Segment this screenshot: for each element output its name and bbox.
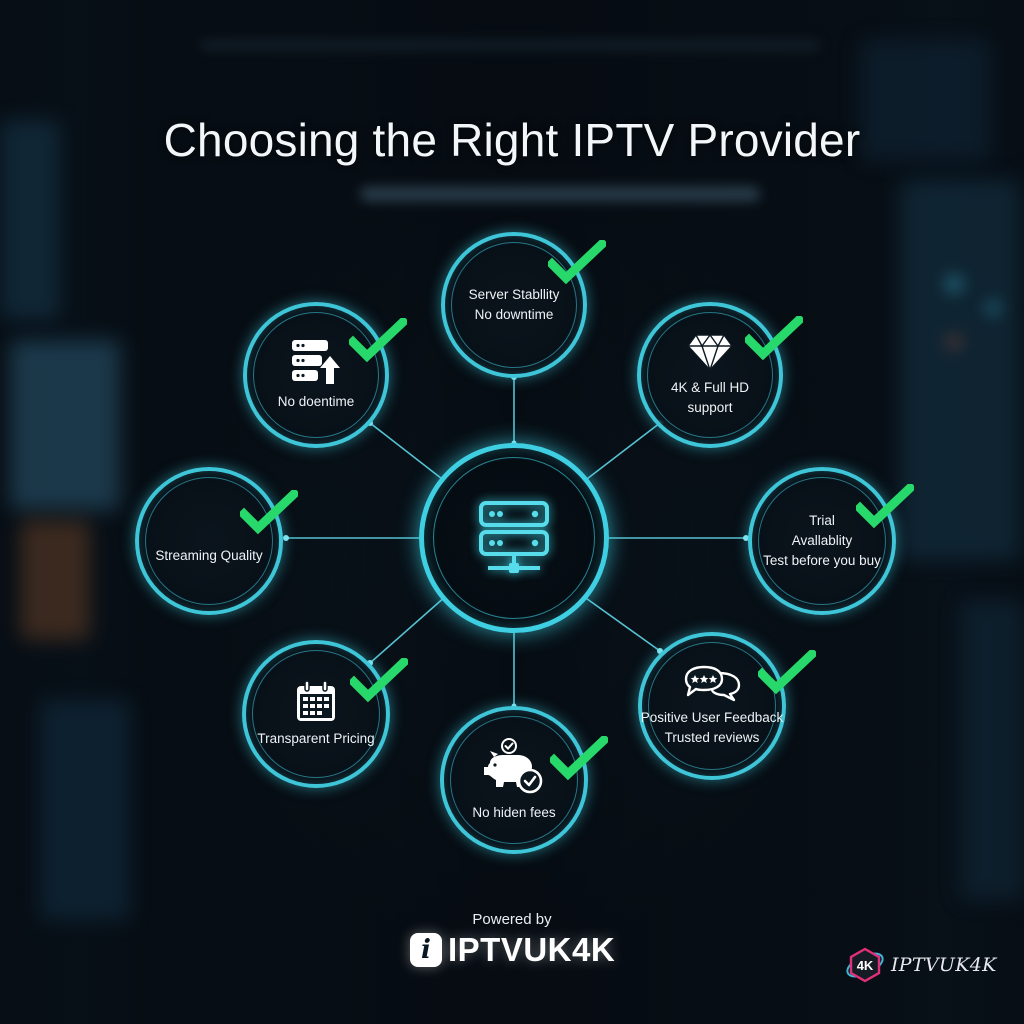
node-server-stability: Server Stabllity No downtime xyxy=(441,232,587,378)
bg-bokeh xyxy=(985,300,1001,316)
server-upload-icon xyxy=(292,340,340,384)
node-no-hidden-fees: No hiden fees xyxy=(440,706,588,854)
node-4k-support: 4K & Full HD support xyxy=(637,302,783,448)
hub-node xyxy=(419,443,609,633)
bg-rack-left-glow xyxy=(20,520,90,640)
node-trial-availability: Trial Avallablity Test before you buy xyxy=(748,467,896,615)
node-title: Server Stabllity xyxy=(468,287,560,302)
bg-bokeh xyxy=(945,275,963,293)
node-title: Trial xyxy=(809,513,835,528)
checkmark-icon xyxy=(758,650,816,695)
checkmark-icon xyxy=(350,658,408,703)
page-title: Choosing the Right IPTV Provider xyxy=(163,113,861,166)
powered-by-label: Powered by xyxy=(472,911,552,928)
server-network-icon xyxy=(479,501,549,573)
node-title: Positive User Feedback xyxy=(640,710,784,725)
bg-rack-left-2 xyxy=(0,120,60,320)
node-subtitle: No downtime xyxy=(474,307,554,322)
node-subtitle: Trusted reviews xyxy=(664,730,760,745)
bg-rack-left xyxy=(10,340,120,510)
checkmark-icon xyxy=(745,316,803,361)
checkmark-icon xyxy=(240,490,298,535)
piggy-bank-icon xyxy=(484,738,543,794)
checkmark-icon xyxy=(349,318,407,363)
node-subtitle: support xyxy=(687,400,733,415)
node-title: No hiden fees xyxy=(472,805,556,820)
info-logo-icon: i xyxy=(410,933,442,967)
calendar-icon xyxy=(297,680,335,721)
checkmark-icon xyxy=(856,484,914,529)
bg-ceiling-light xyxy=(360,187,760,201)
4k-hexagon-logo-icon: 4K xyxy=(846,947,884,983)
node-streaming-quality: Streaming Quality xyxy=(135,467,283,615)
node-title-2: Avallablity xyxy=(791,533,853,548)
node-title: 4K & Full HD xyxy=(670,380,750,395)
svg-text:4K: 4K xyxy=(857,958,874,973)
diamond-icon xyxy=(687,334,733,371)
bg-rack-right-2 xyxy=(960,600,1024,900)
node-transparent-pricing: Transparent Pricing xyxy=(242,640,390,788)
bg-rack-right xyxy=(900,180,1020,560)
review-chat-icon xyxy=(684,665,741,702)
bg-rack-left-3 xyxy=(40,700,130,920)
node-title: Streaming Quality xyxy=(155,548,263,563)
node-positive-feedback: Positive User Feedback Trusted reviews xyxy=(638,632,786,780)
checkmark-icon xyxy=(548,240,606,285)
bg-rack-right-3 xyxy=(860,40,990,160)
bg-bokeh xyxy=(945,335,963,349)
node-title: Transparent Pricing xyxy=(257,731,375,746)
node-no-downtime: No doentime xyxy=(243,302,389,448)
bg-ceiling-light-2 xyxy=(200,40,820,50)
checkmark-icon xyxy=(550,736,608,781)
node-subtitle: Test before you buy xyxy=(763,553,881,568)
brand-name: IPTVUK4K xyxy=(448,931,616,968)
watermark: 4K IPTVUK4K xyxy=(845,946,997,984)
brand-logo: i IPTVUK4K xyxy=(410,930,615,970)
watermark-text: IPTVUK4K xyxy=(891,954,997,976)
node-title: No doentime xyxy=(277,394,355,409)
